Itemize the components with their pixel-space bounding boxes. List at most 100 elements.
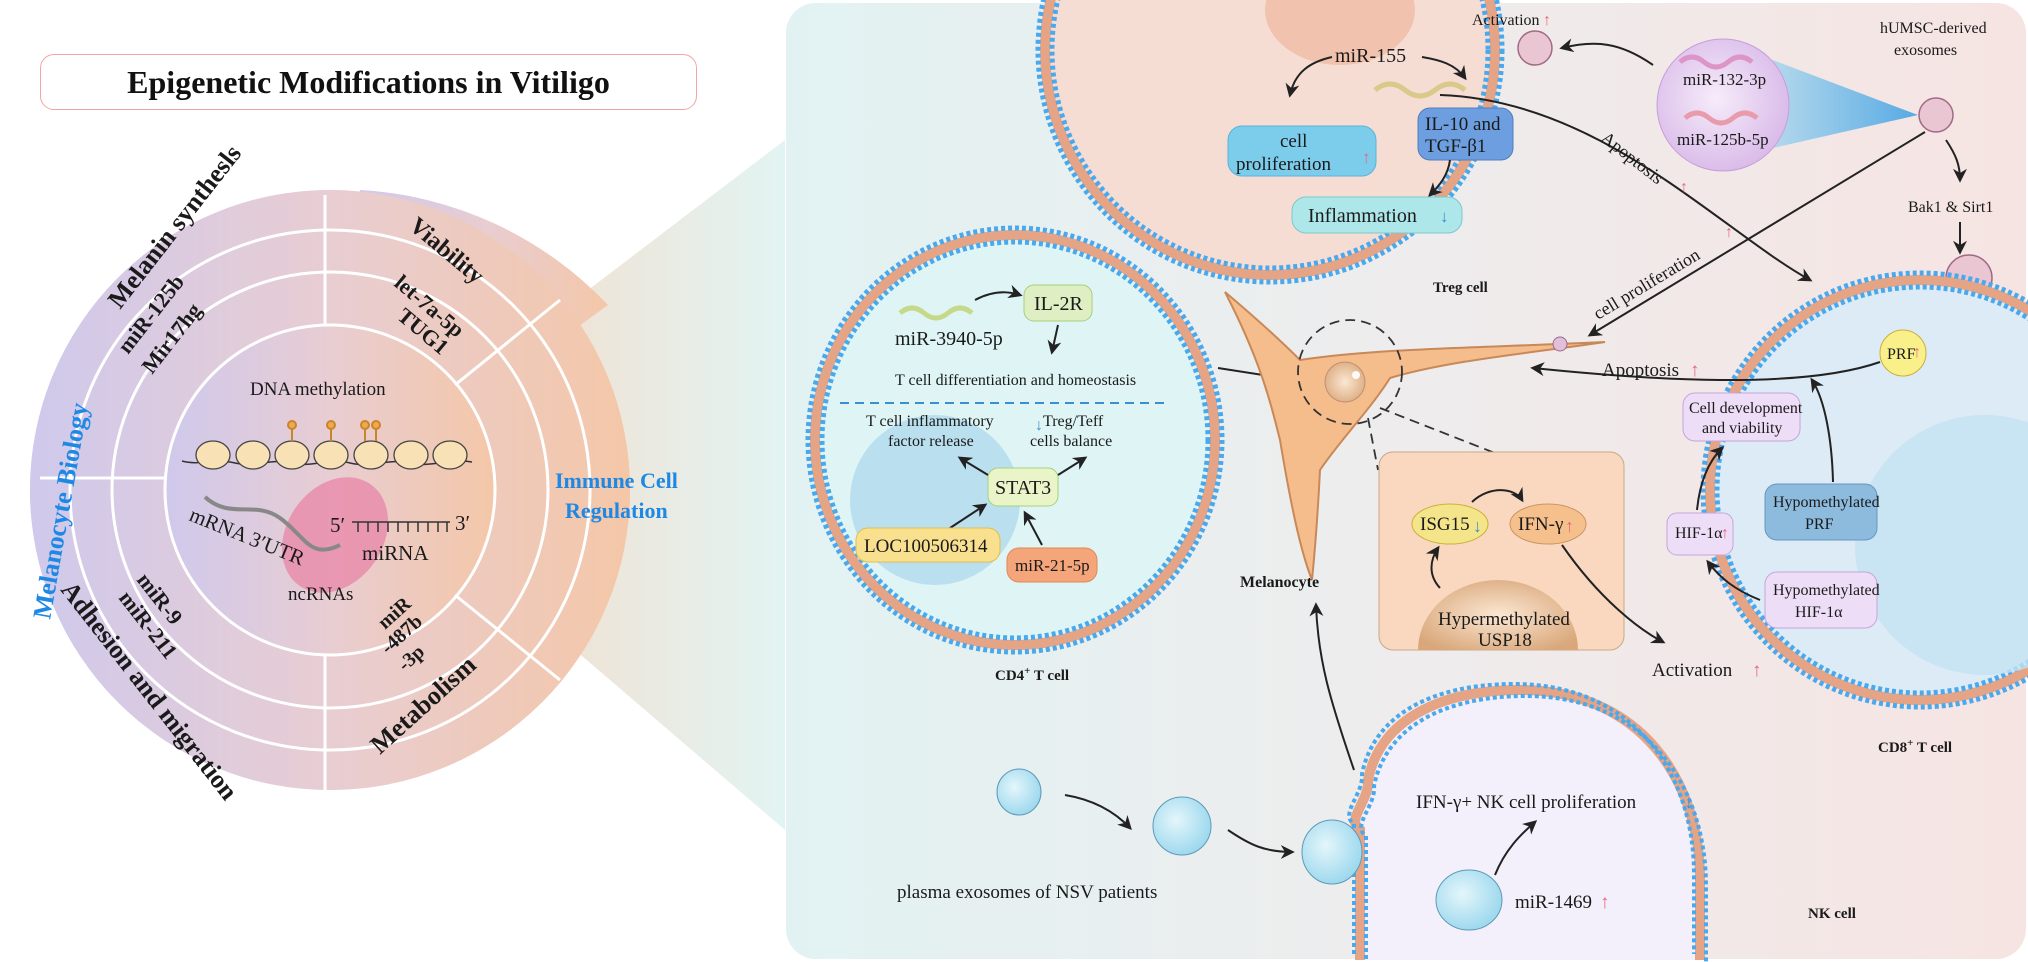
ring-divider-2 xyxy=(110,270,550,710)
nk-prolif-label: IFN-γ+ NK cell proliferation xyxy=(1416,792,1637,813)
cd4-mirna-squiggle-icon xyxy=(898,305,974,321)
cd4-inflam-line1: T cell inflammatory xyxy=(866,413,994,430)
isg15-label: ISG15 xyxy=(1420,514,1470,535)
cd4-inflam-line2: factor release xyxy=(888,433,974,450)
apoptosis-up-arrow-icon: ↑ xyxy=(1690,360,1700,381)
stat3-label: STAT3 xyxy=(995,477,1051,499)
humsc-label-line1: hUMSC-derived xyxy=(1880,20,1987,37)
treg-il10-line2: TGF-β1 xyxy=(1425,136,1486,157)
mir1469-label: miR-1469 xyxy=(1515,892,1592,913)
mir-125b-squiggle-icon xyxy=(1683,110,1759,126)
cell-dev-box xyxy=(1682,392,1801,442)
usp18-line2: USP18 xyxy=(1478,630,1532,651)
plasma-exosome-3 xyxy=(1301,819,1363,885)
nk-cell-label: NK cell xyxy=(1808,906,1856,922)
mir1469-up-arrow-icon: ↑ xyxy=(1600,892,1610,913)
figure-title: Epigenetic Modifications in Vitiligo xyxy=(127,63,610,100)
cd8-activation-label: Activation xyxy=(1652,660,1733,681)
treg-inflammation-label: Inflammation xyxy=(1308,205,1417,227)
plasma-exosome-1 xyxy=(996,768,1042,816)
il2r-label: IL-2R xyxy=(1034,293,1084,315)
isg15-down-arrow-icon: ↓ xyxy=(1473,516,1482,536)
cd4-cell-label: CD4+ T cell xyxy=(995,665,1069,684)
treg-nucleus xyxy=(1265,0,1415,65)
usp18-line1: Hypermethylated xyxy=(1438,609,1570,630)
mir21-box xyxy=(1006,547,1098,583)
il2r-box xyxy=(1023,284,1093,322)
prf-circle xyxy=(1879,329,1927,377)
melanocyte-body xyxy=(1224,291,1606,581)
apoptosis-arrow xyxy=(1439,94,1813,282)
hypo-hif-line1: Hypomethylated xyxy=(1773,582,1880,599)
inflam-release-down-arrow-icon: ↓ xyxy=(1035,417,1043,434)
treg-inflammation-box xyxy=(1291,196,1463,234)
ifng-ellipse xyxy=(1509,503,1587,545)
treg-prolif-line1: cell xyxy=(1280,131,1307,152)
exosome-small-treg xyxy=(1517,30,1553,66)
treg-il10-box xyxy=(1417,107,1514,161)
ncrnas-label: ncRNAs xyxy=(288,584,353,605)
title-box: Epigenetic Modifications in Vitiligo xyxy=(40,54,697,110)
three-prime-label: 3′ xyxy=(455,511,470,535)
immune-regulation-label-line1: Immune Cell xyxy=(555,468,678,493)
humsc-large-exosome xyxy=(1656,38,1790,172)
hypo-prf-box xyxy=(1764,483,1878,541)
bak1-sirt1-label: Bak1 & Sirt1 xyxy=(1908,199,1993,216)
treg-mirna-label: miR-155 xyxy=(1335,45,1406,67)
mir-125b-label: miR-125b-5p xyxy=(1677,130,1769,149)
plasma-exosome-2 xyxy=(1152,796,1212,856)
hypo-hif-box xyxy=(1764,571,1878,629)
mirna-label: miRNA xyxy=(362,541,429,565)
nk-prolif-down-arrow-icon: ↓ xyxy=(1684,792,1694,813)
hif1a-box xyxy=(1666,512,1734,556)
loc-label: LOC100506314 xyxy=(864,536,988,557)
hypo-prf-line2: PRF xyxy=(1805,516,1834,533)
hypo-hif-line2: HIF-1α xyxy=(1795,604,1843,621)
cd4-balance-line2: cells balance xyxy=(1030,433,1112,450)
mir21-label: miR-21-5p xyxy=(1015,556,1090,575)
usp18-nucleus xyxy=(1418,580,1578,650)
cd8-cell-label: CD8+ T cell xyxy=(1878,737,1952,756)
hif1a-up-arrow-icon: ↑ xyxy=(1721,525,1729,542)
exo-prolif-up-arrow-icon: ↑ xyxy=(1725,224,1733,241)
treg-il10-line1: IL-10 and xyxy=(1425,114,1501,135)
melanocyte-label: Melanocyte xyxy=(1240,574,1319,591)
ifng-label: IFN-γ xyxy=(1518,514,1563,535)
ring-divider-1 xyxy=(68,228,592,752)
stat3-box xyxy=(987,467,1059,507)
mir-132-label: miR-132-3p xyxy=(1683,70,1766,89)
cd8-apoptosis-label: Apoptosis xyxy=(1602,360,1679,381)
mir-132-squiggle-icon xyxy=(1678,54,1754,70)
cell-dev-line2: and viability xyxy=(1702,420,1782,437)
plasma-exosomes-label: plasma exosomes of NSV patients xyxy=(897,882,1157,903)
prf-label: PRF xyxy=(1887,346,1916,363)
zoom-focus-circle xyxy=(1297,319,1403,425)
dna-methylation-label: DNA methylation xyxy=(250,379,386,400)
treg-activation-label: Activation xyxy=(1472,12,1540,29)
loc-box xyxy=(855,527,1001,563)
cd4-t-cell xyxy=(805,225,1225,655)
mirna-strand-icon xyxy=(352,521,450,532)
hif1a-label: HIF-1α xyxy=(1675,525,1723,542)
cd4-mirna-label: miR-3940-5p xyxy=(895,328,1003,350)
cell-proliferation-arrow xyxy=(1587,131,1926,337)
mrna-strand-icon xyxy=(203,495,341,552)
treg-prolif-line2: proliferation xyxy=(1236,154,1331,175)
prolif-up-arrow-icon: ↑ xyxy=(1362,148,1371,167)
melanocyte-nucleus xyxy=(1324,361,1366,403)
treg-proliferation-box xyxy=(1227,125,1377,177)
hypo-prf-line1: Hypomethylated xyxy=(1773,494,1880,511)
cd4-balance-line1: Treg/Teff xyxy=(1043,413,1104,430)
ifng-up-arrow-icon: ↑ xyxy=(1565,516,1574,536)
five-prime-label: 5′ xyxy=(330,513,345,537)
isg15-ellipse xyxy=(1411,503,1489,545)
treg-apoptosis-up-arrow-icon: ↑ xyxy=(1680,179,1688,196)
humsc-label-line2: exosomes xyxy=(1894,42,1957,59)
nk-exosome xyxy=(1435,869,1503,931)
cell-dev-line1: Cell development xyxy=(1689,400,1803,417)
humsc-small-exosome xyxy=(1918,97,1954,133)
treg-mirna-squiggle-icon xyxy=(1373,81,1467,99)
melanocyte-exosome xyxy=(1552,336,1568,352)
activation-up-arrow-icon: ↑ xyxy=(1752,660,1762,681)
